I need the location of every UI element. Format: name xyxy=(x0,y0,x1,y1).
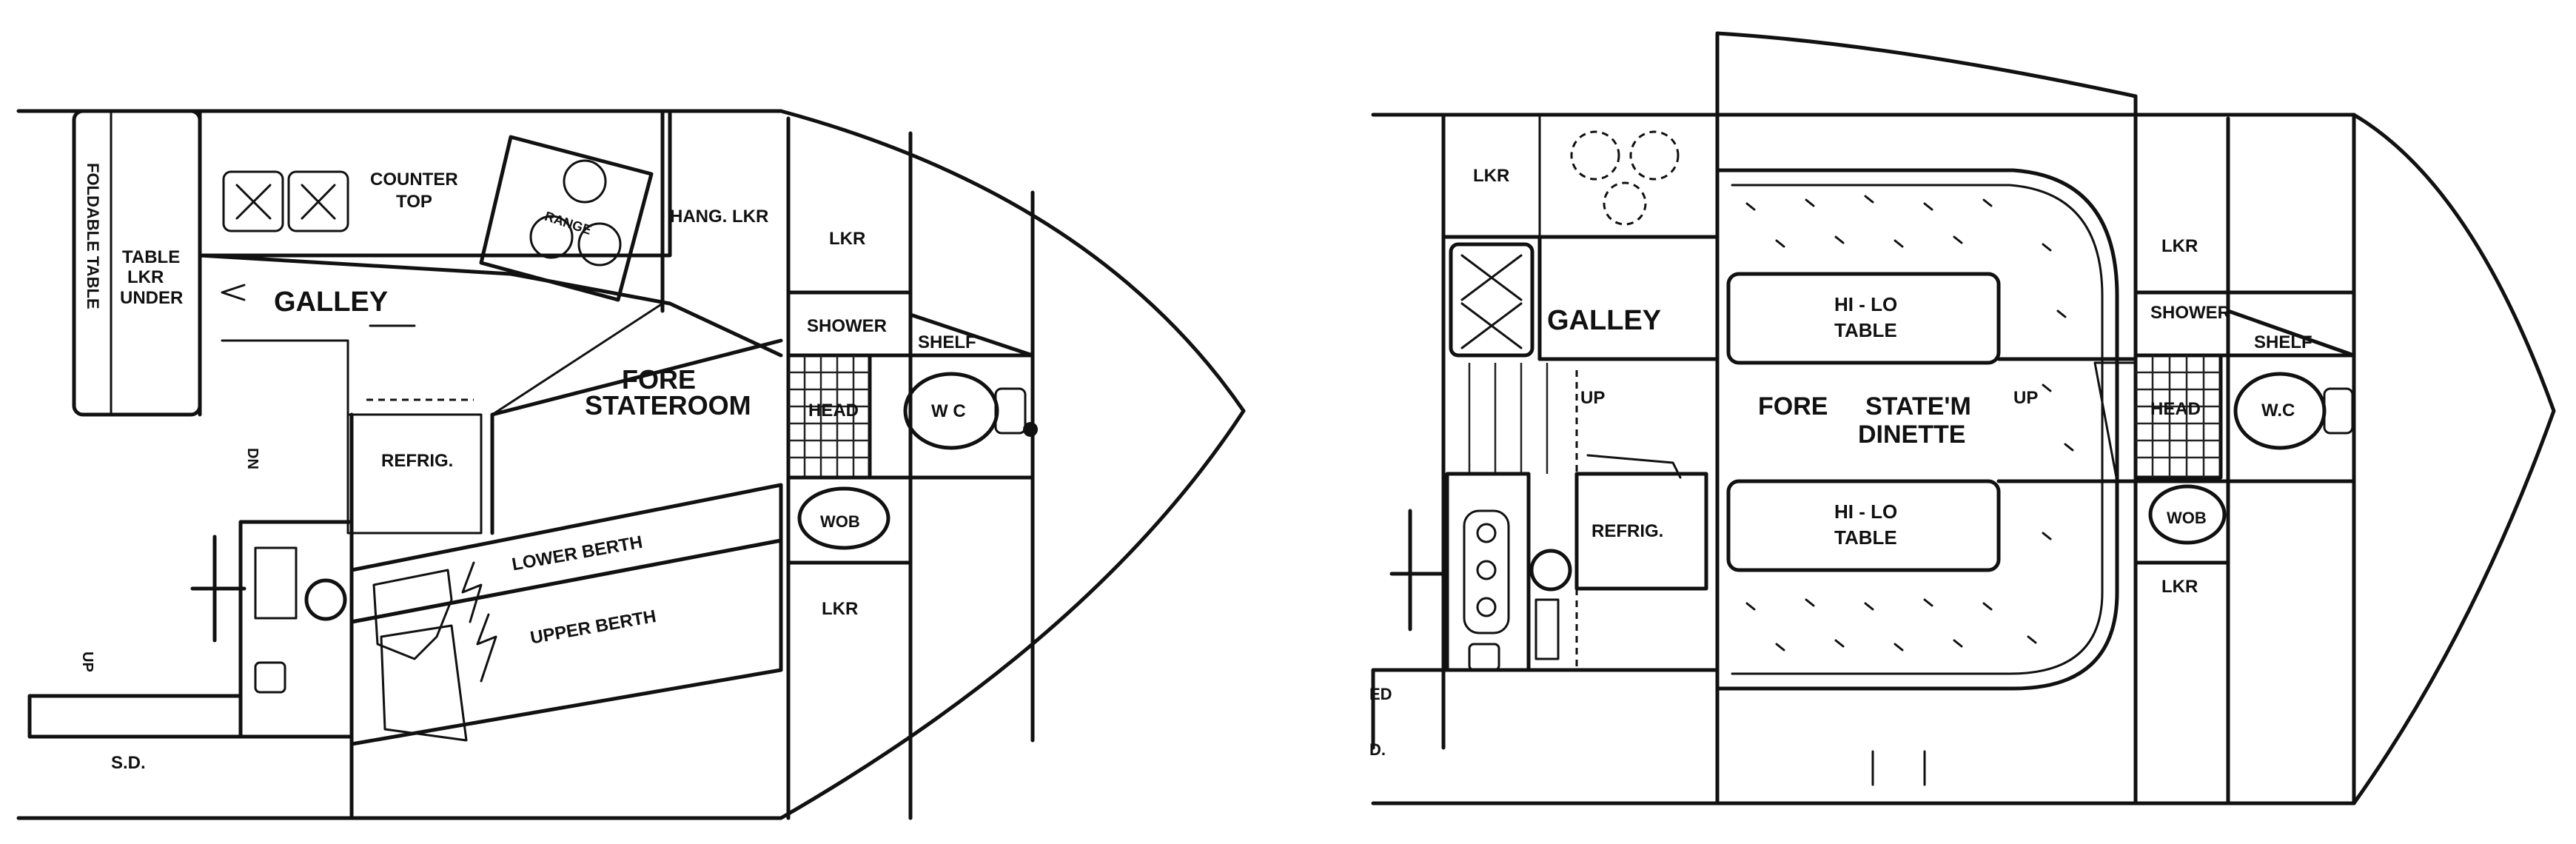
right-label-hi-lo-2: HI - LO xyxy=(1834,500,1897,523)
right-hi-lo-table-top xyxy=(1726,272,2001,365)
left-range xyxy=(479,135,654,302)
left-label-foldable-table: FOLDABLE TABLE xyxy=(84,163,102,309)
left-label-table: TABLE xyxy=(122,247,180,267)
right-label-dinette: DINETTE xyxy=(1858,421,1965,449)
right-label-state-m: STATE'M xyxy=(1865,392,1971,421)
left-label-fore: FORE xyxy=(622,364,696,395)
left-label-wob: WOB xyxy=(820,512,860,531)
right-hull-outline xyxy=(1371,113,2556,806)
right-label-d: D. xyxy=(1369,740,1386,759)
right-label-up-bulkhead: UP xyxy=(2013,388,2038,408)
right-wash-basin xyxy=(2148,484,2227,545)
left-galley-counter xyxy=(198,109,672,258)
left-label-wc: W C xyxy=(931,401,966,421)
left-label-upper-berth: UPPER BERTH xyxy=(529,606,657,648)
right-label-up-galley: UP xyxy=(1580,388,1605,408)
right-label-ed: ED xyxy=(1369,685,1392,703)
left-label-shower: SHOWER xyxy=(807,316,887,336)
left-label-lkr: LKR xyxy=(127,267,164,287)
right-label-wob: WOB xyxy=(2167,509,2207,527)
right-label-wc: W.C xyxy=(2261,401,2295,421)
right-label-galley: GALLEY xyxy=(1547,305,1661,336)
left-wash-basin xyxy=(797,486,890,550)
left-label-up: UP xyxy=(79,652,95,672)
right-label-hi-lo-1: HI - LO xyxy=(1834,293,1897,315)
right-refrigerator xyxy=(1574,472,1708,591)
left-label-dn: DN xyxy=(244,448,261,469)
left-upper-berth xyxy=(349,538,783,746)
right-label-refrig: REFRIG. xyxy=(1591,521,1663,541)
right-hi-lo-table-bottom xyxy=(1726,479,2001,572)
right-label-lkr-bottom: LKR xyxy=(2161,577,2198,597)
left-hull-outline xyxy=(16,109,1246,820)
left-floor-plan: FOLDABLE TABLE TABLE LKR UNDER GALLEY CO… xyxy=(16,109,1246,820)
right-label-head: HEAD xyxy=(2150,399,2201,419)
left-toilet xyxy=(903,372,999,450)
left-label-hang-lkr: HANG. LKR xyxy=(670,207,768,227)
left-label-galley: GALLEY xyxy=(274,287,388,318)
left-label-range: RANGE xyxy=(543,209,593,238)
left-refrigerator xyxy=(346,413,483,535)
right-cushion-marks xyxy=(1745,195,2074,652)
right-label-lkr-top: LKR xyxy=(2161,236,2198,256)
left-wheel-hub xyxy=(304,578,347,621)
right-helm-station xyxy=(1445,472,1531,672)
right-dinette-seat-outline xyxy=(1715,168,2119,691)
left-label-under: UNDER xyxy=(120,288,183,308)
left-label-counter: COUNTER xyxy=(370,170,458,190)
right-label-table-2: TABLE xyxy=(1834,526,1897,549)
left-label-stateroom: STATEROOM xyxy=(585,390,751,421)
right-floor-plan: LKR GALLEY UP REFRIG. HI - LO TABLE FORE… xyxy=(1369,31,2556,806)
left-stove-burner-2 xyxy=(287,170,349,232)
right-label-fore-statem: FORE xyxy=(1758,392,1828,421)
right-label-table-1: TABLE xyxy=(1834,319,1897,341)
left-label-lkr-top: LKR xyxy=(829,229,865,249)
left-label-refrig: REFRIG. xyxy=(381,451,453,471)
left-label-lkr-bottom: LKR xyxy=(822,599,858,619)
right-label-lkr-galley: LKR xyxy=(1473,166,1509,186)
left-label-shelf: SHELF xyxy=(918,332,976,352)
right-wheel-hub xyxy=(1529,549,1572,592)
right-label-shower: SHOWER xyxy=(2150,303,2230,323)
right-stove xyxy=(1449,242,1534,358)
left-label-head: HEAD xyxy=(808,401,859,421)
left-stove-burner-1 xyxy=(222,170,284,232)
right-head-tiles xyxy=(2133,353,2223,480)
left-label-top: TOP xyxy=(396,192,432,212)
right-label-shelf: SHELF xyxy=(2254,332,2312,352)
left-label-sd: S.D. xyxy=(111,753,146,773)
